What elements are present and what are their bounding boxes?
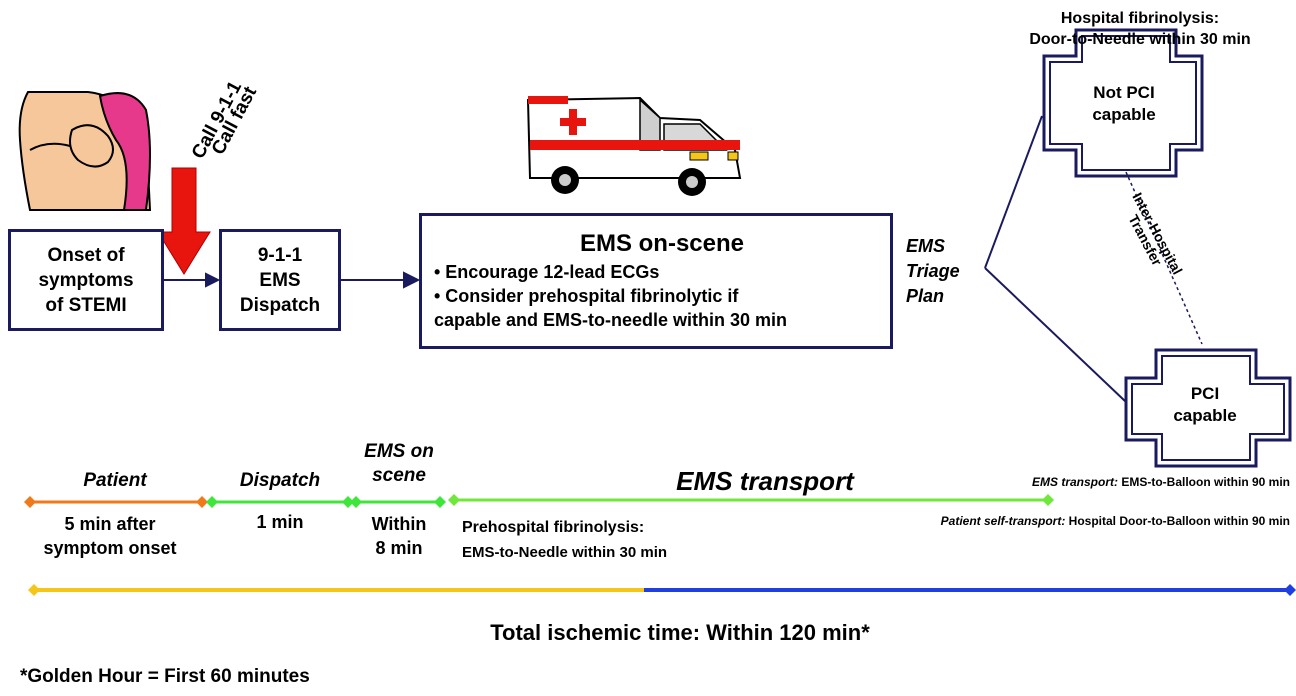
on-scene-time-line-2: 8 min	[375, 538, 423, 558]
dispatch-line-3: Dispatch	[239, 294, 321, 316]
call-arrow-icon	[157, 167, 211, 275]
phase-timeline-bars	[24, 494, 1054, 508]
onset-line-1: Onset of	[47, 244, 125, 266]
triage-line-2: Triage	[906, 261, 960, 281]
prehospital-fibrinolysis-note: Prehospital fibrinolysis: EMS-to-Needle …	[462, 515, 667, 565]
not-pci-line-2: capable	[1092, 105, 1156, 124]
on-scene-label-line-1: EMS on	[364, 441, 434, 462]
ems-bullet-fibrinolytic: • Consider prehospital fibrinolytic if	[434, 286, 739, 306]
total-ischemic-time-label: Total ischemic time: Within 120 min*	[490, 620, 870, 645]
ems-transport-note-value: EMS-to-Balloon within 90 min	[1118, 475, 1290, 489]
onset-line-2: symptoms	[38, 269, 134, 291]
onset-line-3: of STEMI	[45, 294, 127, 316]
on-scene-label-line-2: scene	[372, 465, 426, 486]
ems-on-scene-box: EMS on-scene • Encourage 12-lead ECGs • …	[419, 213, 893, 349]
patient-chest-pain-icon	[18, 91, 152, 211]
ems-transport-phase-label: EMS transport	[676, 466, 854, 496]
ems-bullet-ecg: • Encourage 12-lead ECGs	[434, 262, 660, 282]
triage-line-3: Plan	[906, 286, 945, 306]
ambulance-icon	[526, 96, 742, 196]
patient-time-line-2: symptom onset	[43, 538, 177, 558]
not-pci-capable-label: Not PCI capable	[1060, 82, 1188, 126]
on-scene-phase-time: Within 8 min	[352, 512, 446, 560]
self-transport-note-label: Patient self-transport:	[940, 514, 1066, 528]
pci-hospital-icon	[1124, 348, 1292, 468]
flow-connectors	[164, 115, 1127, 403]
inter-hospital-transfer-line	[1125, 171, 1203, 345]
on-scene-time-line-1: Within	[371, 514, 427, 534]
triage-line-1: EMS	[906, 236, 946, 256]
ems-transport-note-label: EMS transport:	[1031, 475, 1118, 489]
on-scene-phase-label: EMS on scene	[352, 440, 446, 488]
pci-line-2: capable	[1173, 406, 1237, 425]
self-transport-note-value: Hospital Door-to-Balloon within 90 min	[1065, 514, 1290, 528]
total-ischemic-time-bar	[28, 584, 1296, 596]
fibrinolysis-line-2: Door-to-Needle within 30 min	[1029, 31, 1251, 48]
pci-capable-label: PCI capable	[1150, 383, 1260, 427]
dispatch-line-1: 9-1-1	[257, 244, 303, 266]
dispatch-phase-time: 1 min	[256, 512, 304, 532]
ems-triage-plan: EMS Triage Plan	[906, 234, 960, 309]
dispatch-phase-label: Dispatch	[239, 470, 321, 491]
golden-hour-footnote: *Golden Hour = First 60 minutes	[20, 666, 310, 687]
prehospital-line-2: EMS-to-Needle within 30 min	[462, 544, 668, 561]
not-pci-hospital-icon	[1042, 28, 1204, 178]
ems-on-scene-title: EMS on-scene	[579, 230, 745, 257]
patient-phase-time: 5 min after symptom onset	[20, 512, 200, 560]
onset-box: Onset of symptoms of STEMI	[8, 229, 164, 331]
hospital-fibrinolysis-label: Hospital fibrinolysis: Door-to-Needle wi…	[990, 8, 1290, 50]
ems-bullet-fibrinolytic-cont: capable and EMS-to-needle within 30 min	[434, 310, 788, 330]
self-transport-balloon-note: Patient self-transport: Hospital Door-to…	[941, 514, 1290, 528]
pci-line-1: PCI	[1190, 384, 1220, 403]
patient-phase-label: Patient	[83, 470, 147, 491]
ems-transport-balloon-note: EMS transport: EMS-to-Balloon within 90 …	[1032, 475, 1290, 489]
patient-time-line-1: 5 min after	[64, 514, 156, 534]
not-pci-line-1: Not PCI	[1093, 83, 1155, 102]
fibrinolysis-line-1: Hospital fibrinolysis:	[1060, 10, 1220, 27]
dispatch-line-2: EMS	[259, 269, 301, 291]
prehospital-line-1: Prehospital fibrinolysis:	[462, 519, 645, 536]
dispatch-box: 9-1-1 EMS Dispatch	[219, 229, 341, 331]
